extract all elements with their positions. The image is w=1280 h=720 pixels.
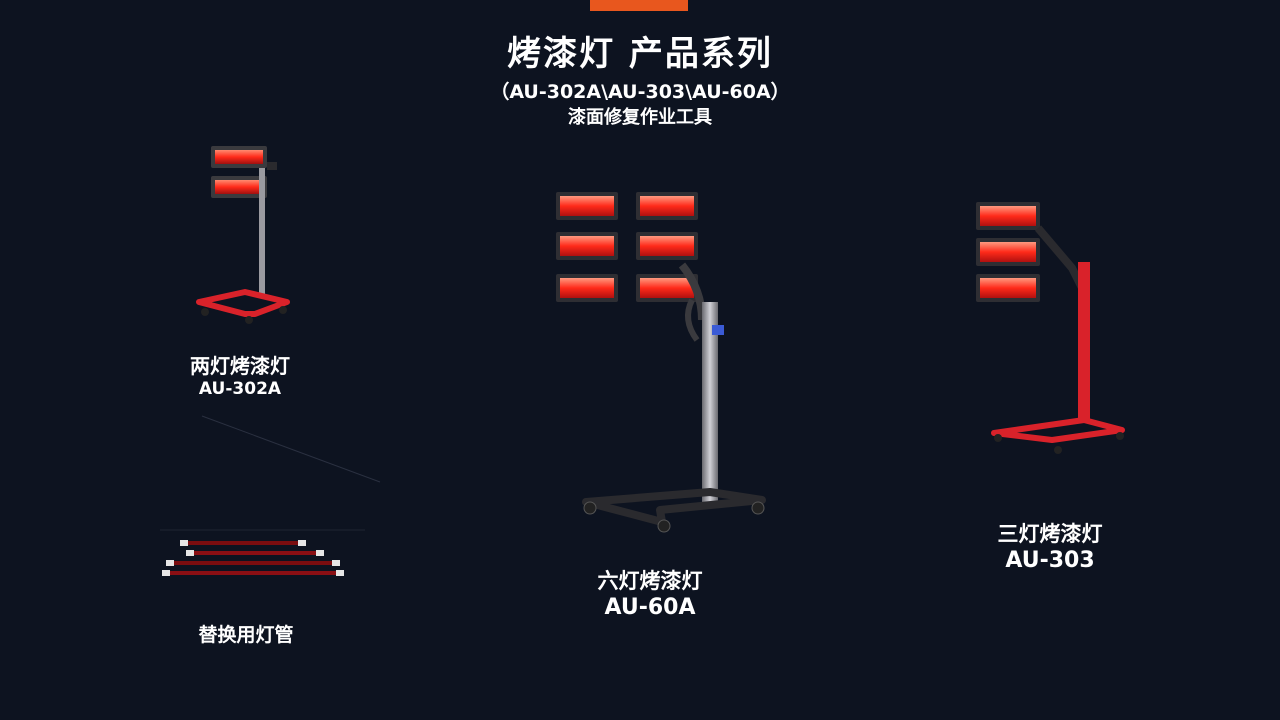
product-model: AU-302A xyxy=(198,379,282,399)
replacement-tubes-image xyxy=(162,540,344,576)
slide-tagline: 漆面修复作业工具 xyxy=(568,107,712,128)
divider-line xyxy=(160,415,381,531)
product-model: AU-60A xyxy=(604,595,696,620)
three-lamp-unit-image xyxy=(976,202,1125,454)
product-label-three-lamp: 三灯烤漆灯 AU-303 xyxy=(970,518,1130,573)
slide-title: 烤漆灯 产品系列 xyxy=(507,34,773,74)
accent-bar xyxy=(590,0,688,11)
two-lamp-unit-image xyxy=(196,146,290,324)
product-label-two-lamp: 两灯烤漆灯 AU-302A xyxy=(160,350,320,399)
six-lamp-unit-image xyxy=(556,192,766,533)
product-name: 六灯烤漆灯 xyxy=(597,569,703,593)
slide-subtitle: （AU-302A\AU-303\AU-60A） xyxy=(490,81,790,103)
product-name: 替换用灯管 xyxy=(198,624,294,646)
product-label-six-lamp: 六灯烤漆灯 AU-60A xyxy=(570,565,730,620)
product-label-tubes: 替换用灯管 xyxy=(166,620,326,647)
product-name: 两灯烤漆灯 xyxy=(190,354,290,378)
product-model: AU-303 xyxy=(1005,548,1095,573)
product-name: 三灯烤漆灯 xyxy=(997,522,1103,546)
